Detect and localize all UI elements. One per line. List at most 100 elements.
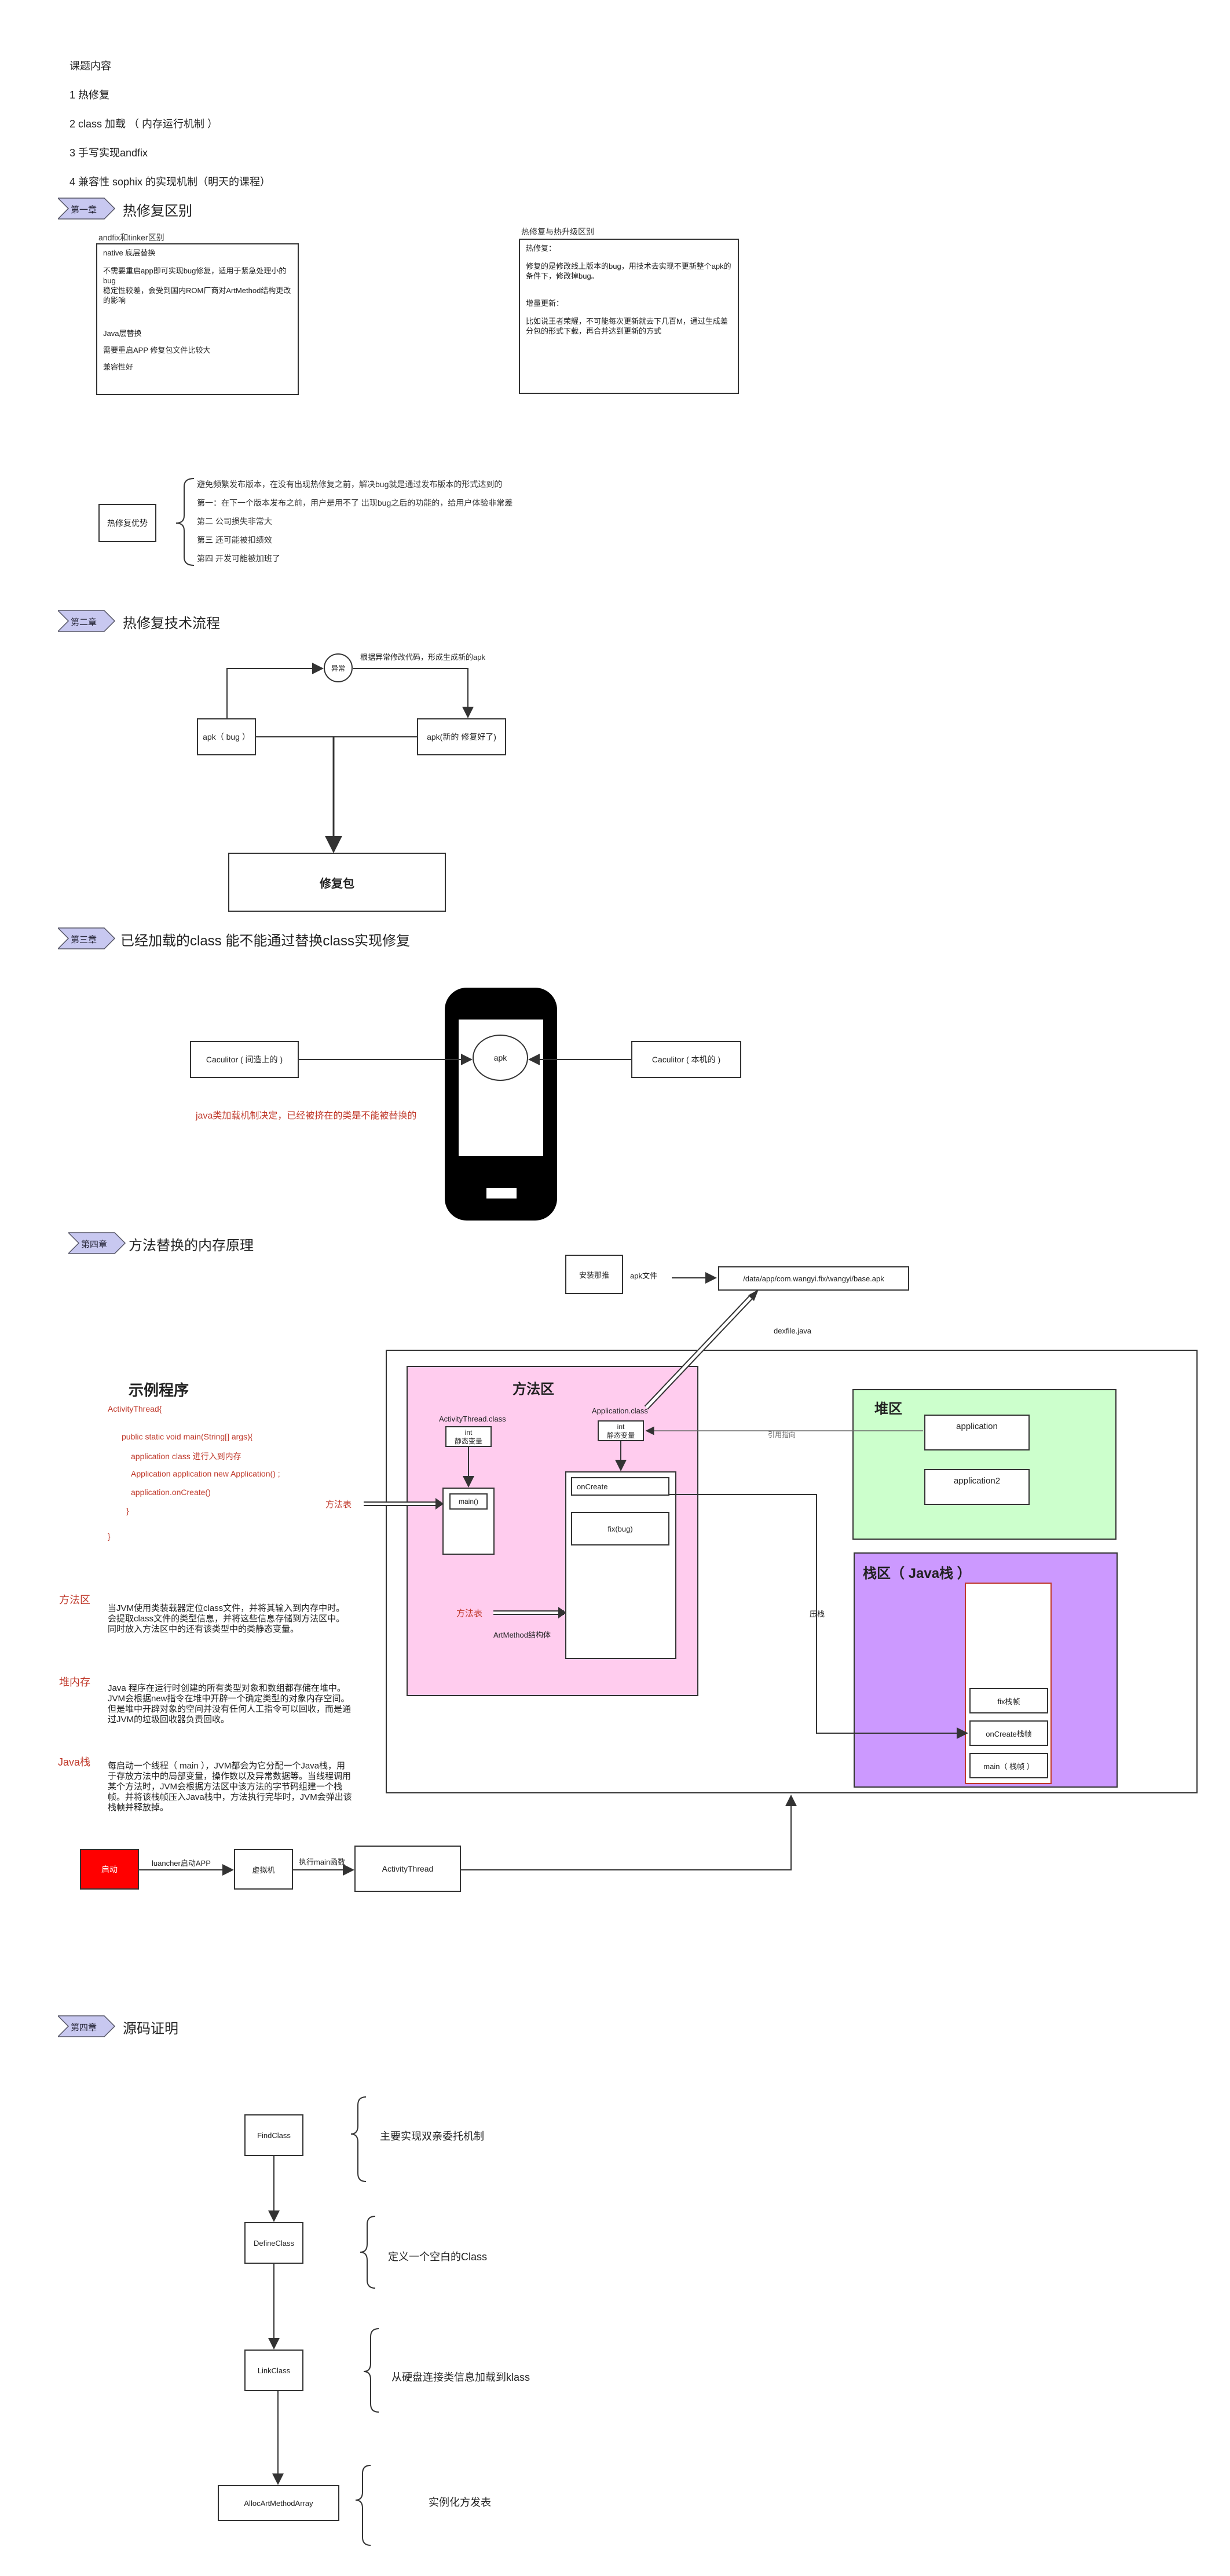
section-title-5: 源码证明 bbox=[123, 2021, 178, 2037]
box-line: 兼容性好 bbox=[103, 363, 134, 371]
section-title-4: 方法替换的内存原理 bbox=[129, 1238, 254, 1254]
findclass-desc: 主要实现双亲委托机制 bbox=[380, 2131, 484, 2142]
code-line: Application application new Application(… bbox=[131, 1469, 280, 1478]
static-var-label: 静态变量 bbox=[454, 1437, 482, 1445]
apk-file-label: apk文件 bbox=[630, 1271, 657, 1280]
advantage-item: 避免频繁发布版本，在没有出现热修复之前，解决bug就是通过发布版本的形式达到的 bbox=[197, 480, 503, 489]
allocartmethod-box: AllocArtMethodArray bbox=[218, 2485, 339, 2521]
patch-label: 修复包 bbox=[320, 877, 354, 890]
chapter-tag-label: 第三章 bbox=[71, 935, 97, 945]
chapter-tag-3: 第三章 bbox=[58, 927, 116, 950]
apk-path-box: /data/app/com.wangyi.fix/wangyi/base.apk bbox=[718, 1266, 909, 1291]
def-term: 方法区 bbox=[59, 1594, 90, 1606]
apk-path-label: /data/app/com.wangyi.fix/wangyi/base.apk bbox=[743, 1274, 884, 1283]
advantage-item: 第三 还可能被扣绩效 bbox=[197, 535, 272, 545]
fixbug-label: fix(bug) bbox=[607, 1524, 633, 1533]
course-heading: 课题内容 bbox=[69, 60, 111, 72]
box-line: Java层替换 bbox=[103, 329, 142, 338]
code-line: ActivityThread{ bbox=[108, 1404, 162, 1413]
main-method-box: main() bbox=[449, 1493, 488, 1510]
launcher-label: luancher启动APP bbox=[152, 1859, 211, 1868]
phone-home-button bbox=[486, 1188, 517, 1199]
caculitor-right-label: Caculitor ( 本机的 ) bbox=[651, 1055, 721, 1064]
section-title-2: 热修复技术流程 bbox=[123, 616, 220, 631]
apk-new-label: apk(新的 修复好了) bbox=[427, 732, 496, 741]
caculitor-left-box: Caculitor ( 间造上的 ) bbox=[190, 1041, 299, 1078]
section-title-3: 已经加载的class 能不能通过替换class实现修复 bbox=[120, 933, 411, 949]
apk-bug-box: apk（ bug ） bbox=[197, 718, 256, 755]
method-table-label: 方法表 bbox=[325, 1500, 352, 1510]
fix-frame: fix栈帧 bbox=[969, 1688, 1048, 1713]
application2-label: application2 bbox=[953, 1476, 1001, 1486]
apk-node-label: apk bbox=[493, 1053, 507, 1062]
def-text: 当JVM使用类装载器定位class文件，并将其输入到内存中时。会提取class文… bbox=[108, 1603, 345, 1634]
ref-label: 引用指向 bbox=[768, 1431, 796, 1439]
code-line: public static void main(String[] args){ bbox=[122, 1432, 253, 1441]
linkclass-label: LinkClass bbox=[257, 2366, 291, 2375]
advantage-item: 第二 公司损失非常大 bbox=[197, 517, 272, 526]
box-line: 热修复： bbox=[526, 244, 557, 253]
oncreate-frame: onCreate栈帧 bbox=[969, 1720, 1048, 1746]
chapter-tag-4: 第四章 bbox=[68, 1232, 126, 1255]
activity-thread-box: ActivityThread bbox=[354, 1846, 461, 1892]
andfix-tinker-box: native 底层替换 不需要重启app即可实现bug修复，适用于紧急处理小的b… bbox=[96, 243, 299, 395]
allocartmethod-label: AllocArtMethodArray bbox=[244, 2498, 313, 2508]
advantage-item: 第四 开发可能被加班了 bbox=[197, 554, 280, 563]
caculitor-right-box: Caculitor ( 本机的 ) bbox=[631, 1041, 741, 1078]
advantage-item: 第一：在下一个版本发布之前，用户是用不了 出现bug之后的功能的，给用户体验非常… bbox=[197, 498, 513, 507]
course-item: 1 热修复 bbox=[69, 89, 110, 101]
install-label: 安装那推 bbox=[579, 1270, 609, 1280]
exception-node: 异常 bbox=[324, 653, 353, 682]
def-text: Java 程序在运行时创建的所有类型对象和数组都存储在堆中。JVM会根据new指… bbox=[108, 1683, 352, 1724]
apk-bug-label: apk（ bug ） bbox=[203, 732, 250, 741]
code-line: } bbox=[126, 1506, 129, 1515]
hotfix-advantage-label: 热修复优势 bbox=[107, 518, 148, 528]
chapter-tag-label: 第一章 bbox=[71, 205, 97, 215]
activity-thread-class-label: ActivityThread.class bbox=[439, 1415, 506, 1423]
chapter-tag-label: 第四章 bbox=[71, 2023, 97, 2033]
static-var-label: 静态变量 bbox=[606, 1431, 635, 1439]
fix-note: 根据异常修改代码，形成生成新的apk bbox=[360, 653, 485, 662]
exec-main-label: 执行main函数 bbox=[299, 1858, 346, 1866]
main-frame: main（ 栈帧 ） bbox=[969, 1753, 1048, 1778]
application2-object: application2 bbox=[924, 1469, 1030, 1505]
oncreate-box: onCreate bbox=[571, 1477, 669, 1496]
start-label: 启动 bbox=[101, 1865, 118, 1874]
dexfile-label: dexfile.java bbox=[774, 1327, 812, 1335]
defineclass-label: DefineClass bbox=[253, 2238, 295, 2248]
example-title: 示例程序 bbox=[129, 1382, 189, 1399]
andfix-tinker-caption: andfix和tinker区别 bbox=[98, 233, 164, 242]
application-class-label: Application.class bbox=[592, 1406, 648, 1415]
course-item: 3 手写实现andfix bbox=[69, 147, 148, 159]
static-var-box-1: int 静态变量 bbox=[445, 1426, 492, 1447]
int-label: int bbox=[617, 1423, 625, 1431]
application-object: application bbox=[924, 1415, 1030, 1450]
code-line: application class 进行入到内存 bbox=[131, 1452, 241, 1461]
main-method-label: main() bbox=[458, 1497, 478, 1506]
linkclass-desc: 从硬盘连接类信息加载到klass bbox=[391, 2372, 530, 2383]
course-item: 4 兼容性 sophix 的实现机制（明天的课程） bbox=[69, 176, 271, 188]
chapter-tag-2: 第二章 bbox=[58, 609, 116, 633]
box-line: 增量更新： bbox=[526, 299, 564, 308]
apk-new-box: apk(新的 修复好了) bbox=[417, 718, 506, 755]
fixbug-box: fix(bug) bbox=[571, 1512, 669, 1545]
course-item: 2 class 加载 （ 内存运行机制 ） bbox=[69, 118, 218, 130]
patch-box: 修复包 bbox=[228, 853, 446, 912]
def-term: 堆内存 bbox=[59, 1676, 90, 1688]
hotfix-advantage-box: 热修复优势 bbox=[98, 504, 156, 542]
box-line: native 底层替换 bbox=[103, 249, 156, 257]
vm-box: 虚拟机 bbox=[234, 1849, 293, 1890]
static-var-box-2: int 静态变量 bbox=[598, 1420, 644, 1441]
push-label: 压栈 bbox=[810, 1610, 825, 1618]
box-line: 稳定性较差，会受到国内ROM厂商对ArtMethod结构更改的影响 bbox=[103, 286, 291, 305]
fix-frame-label: fix栈帧 bbox=[997, 1697, 1020, 1706]
main-frame-label: main（ 栈帧 ） bbox=[983, 1762, 1034, 1771]
artmethod-label: ArtMethod结构体 bbox=[493, 1631, 551, 1639]
findclass-label: FindClass bbox=[257, 2131, 291, 2140]
activity-thread-methods: main() bbox=[442, 1488, 495, 1555]
chapter-tag-label: 第二章 bbox=[71, 617, 97, 627]
method-area-title: 方法区 bbox=[512, 1382, 554, 1397]
activity-thread-label: ActivityThread bbox=[382, 1864, 434, 1873]
method-table-label-2: 方法表 bbox=[456, 1609, 483, 1618]
box-line: 需要重启APP 修复包文件比较大 bbox=[103, 346, 211, 355]
